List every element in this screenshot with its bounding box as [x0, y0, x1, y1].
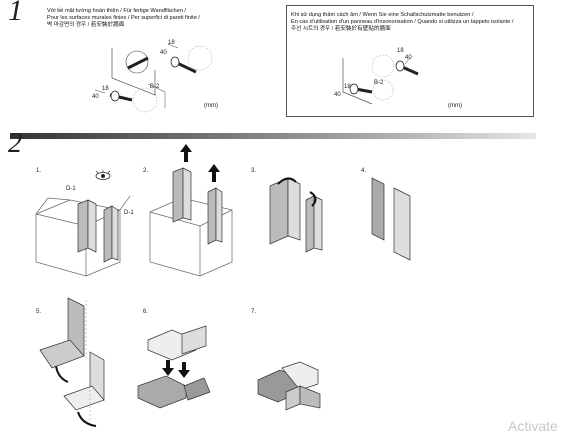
left-part-label: B-2 [150, 84, 160, 90]
figure-3-rotate [269, 177, 323, 253]
substep-1-label: 1. [36, 168, 42, 174]
step-1-number: 1 [8, 0, 23, 27]
figure-1-parts [77, 199, 119, 263]
sound-insulation-panel [286, 5, 534, 117]
left-note-line-2: Pour les surfaces murales finies / Per s… [47, 15, 200, 22]
step-1-left-notes: Với bề mặt tường hoàn thiện / Für fertig… [47, 8, 200, 30]
part-label-d1-right: D-1 [124, 210, 134, 216]
curved-arrow-icon [55, 365, 97, 427]
left-dim-40-bottom: 40 [92, 94, 99, 100]
eye-icon [95, 170, 111, 180]
right-part-label: B-2 [374, 80, 384, 86]
left-dim-40-top: 40 [160, 50, 167, 56]
part-label-d1-left: D-1 [66, 186, 76, 192]
substep-4-label: 4. [361, 168, 367, 174]
left-unit-label: (mm) [204, 103, 218, 109]
right-unit-label: (mm) [448, 103, 462, 109]
left-dim-18-bottom: 18 [102, 86, 109, 92]
up-arrow-icon [180, 144, 220, 182]
right-dim-40-top: 40 [405, 55, 412, 61]
watermark-text: Activate [508, 418, 558, 434]
rotate-arrow-icon [277, 177, 317, 207]
down-arrow-icon [162, 360, 190, 378]
right-note-line-3: 주선 시트의 경우 / 若安裝於有壁貼的牆面 [291, 26, 391, 33]
substep-6-label: 6. [143, 309, 149, 315]
figure-6-joint [137, 325, 211, 409]
right-dim-40-bottom: 40 [334, 92, 341, 98]
figure-5-fold [39, 297, 105, 411]
left-dim-18-top: 18 [168, 40, 175, 46]
substep-2-label: 2. [143, 168, 149, 174]
figure-7-assembled [257, 361, 321, 411]
section-divider [10, 133, 536, 139]
step-1-right-notes: Khi sử dụng thảm cách âm / Wenn Sie eine… [291, 12, 513, 34]
substep-7-label: 7. [251, 309, 257, 315]
substep-5-label: 5. [36, 309, 42, 315]
right-note-line-2: En cas d'utilisation d'un panneau d'inso… [291, 19, 514, 26]
left-note-line-1: Với bề mặt tường hoàn thiện / Für fertig… [47, 8, 186, 14]
substep-3-label: 3. [251, 168, 257, 174]
right-dim-18-bottom: 18 [344, 84, 351, 90]
right-dim-18-top: 18 [397, 48, 404, 54]
left-note-line-3: 벽 마감면의 경우 / 若安裝於牆面 [47, 22, 125, 29]
step-2-number: 2 [8, 128, 22, 159]
right-note-line-1: Khi sử dụng thảm cách âm / Wenn Sie eine… [291, 12, 474, 18]
figure-4-panels [371, 177, 411, 261]
